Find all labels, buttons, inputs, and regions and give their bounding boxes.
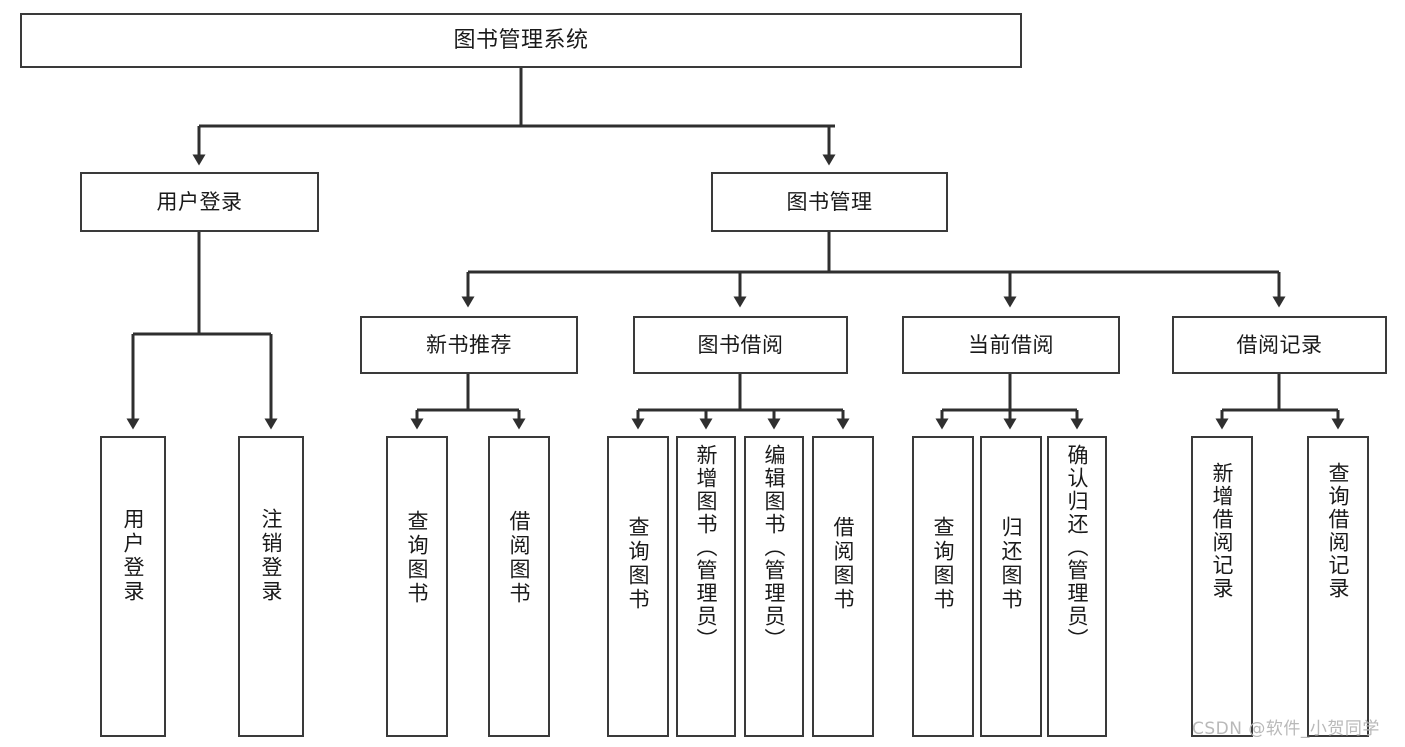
- node-label: 查询图书: [626, 516, 651, 612]
- node-label: 注销登录: [259, 508, 284, 604]
- node-current-borrow[interactable]: 当前借阅: [902, 316, 1120, 374]
- leaf-user-login[interactable]: 用户登录: [100, 436, 166, 737]
- leaf-borrow-book-recommend[interactable]: 借阅图书: [488, 436, 550, 737]
- node-label: 借阅记录: [1236, 332, 1323, 357]
- leaf-query-book-recommend[interactable]: 查询图书: [386, 436, 448, 737]
- node-label: 归还图书: [999, 516, 1024, 612]
- node-label: 查询图书: [931, 516, 956, 612]
- node-book-borrow[interactable]: 图书借阅: [633, 316, 848, 374]
- node-label: 图书管理系统: [453, 27, 589, 53]
- leaf-edit-book[interactable]: 编辑图书（管理员）: [744, 436, 804, 737]
- node-label: 编辑图书（管理员）: [762, 444, 787, 651]
- leaf-confirm-return[interactable]: 确认归还（管理员）: [1047, 436, 1107, 737]
- node-label: 借阅图书: [831, 516, 856, 612]
- node-label: 用户登录: [156, 189, 243, 214]
- node-root-system[interactable]: 图书管理系统: [20, 13, 1022, 68]
- leaf-query-borrow-record[interactable]: 查询借阅记录: [1307, 436, 1369, 737]
- leaf-query-book-borrow[interactable]: 查询图书: [607, 436, 669, 737]
- leaf-add-book[interactable]: 新增图书（管理员）: [676, 436, 736, 737]
- node-label: 图书借阅: [697, 332, 784, 357]
- leaf-borrow-book[interactable]: 借阅图书: [812, 436, 874, 737]
- node-label: 图书管理: [786, 189, 873, 214]
- leaf-return-book[interactable]: 归还图书: [980, 436, 1042, 737]
- leaf-query-book-current[interactable]: 查询图书: [912, 436, 974, 737]
- leaf-user-logout[interactable]: 注销登录: [238, 436, 304, 737]
- node-label: 借阅图书: [507, 510, 532, 606]
- leaf-add-borrow-record[interactable]: 新增借阅记录: [1191, 436, 1253, 737]
- node-user-login[interactable]: 用户登录: [80, 172, 319, 232]
- node-label: 新增借阅记录: [1210, 462, 1235, 600]
- node-book-manage[interactable]: 图书管理: [711, 172, 948, 232]
- node-label: 查询图书: [405, 510, 430, 606]
- node-label: 新增图书（管理员）: [694, 444, 719, 651]
- node-label: 新书推荐: [426, 332, 512, 357]
- node-label: 查询借阅记录: [1326, 462, 1351, 600]
- node-label: 当前借阅: [968, 332, 1054, 357]
- node-new-book-recommend[interactable]: 新书推荐: [360, 316, 578, 374]
- node-label: 用户登录: [121, 508, 146, 604]
- node-label: 确认归还（管理员）: [1065, 444, 1090, 651]
- csdn-watermark: CSDN @软件_小贺同学: [1192, 719, 1380, 739]
- node-borrow-record[interactable]: 借阅记录: [1172, 316, 1387, 374]
